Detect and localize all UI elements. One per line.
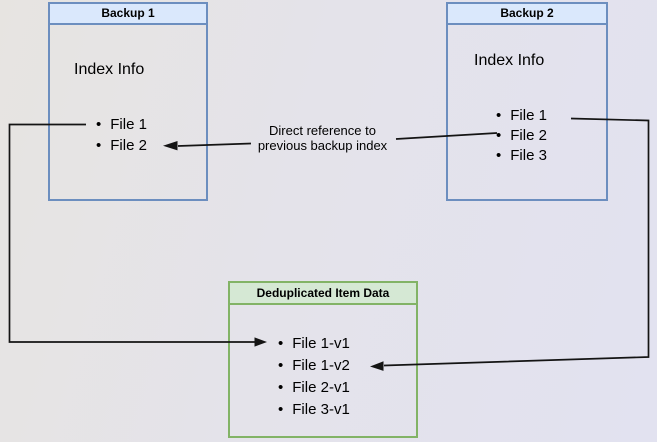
bullet-icon: • <box>278 401 284 418</box>
bullet-icon: • <box>496 107 502 124</box>
node-backup-1: Backup 1 <box>48 2 208 201</box>
dedup-item-3-label: File 2-v1 <box>292 379 350 396</box>
edge-annotation-line1: Direct reference to <box>269 123 376 138</box>
dedup-item: • File 2-v1 <box>278 380 350 396</box>
bullet-icon: • <box>278 379 284 396</box>
edge-annotation-line2: previous backup index <box>257 138 388 153</box>
dedup-item: • File 3-v1 <box>278 402 350 418</box>
bullet-icon: • <box>278 335 284 352</box>
backup-2-file-1-label: File 1 <box>510 107 547 124</box>
dedup-item: • File 1-v2 <box>278 358 350 374</box>
bullet-icon: • <box>96 116 102 133</box>
bullet-icon: • <box>278 357 284 374</box>
node-backup-2-title: Backup 2 <box>448 4 606 25</box>
backup-1-file-item: • File 1 <box>96 117 147 133</box>
backup-1-file-1-label: File 1 <box>110 116 147 133</box>
bullet-icon: • <box>496 127 502 144</box>
backup-1-file-item: • File 2 <box>96 138 147 154</box>
backup-2-index-info-label: Index Info <box>474 52 545 69</box>
backup-2-file-item: • File 3 <box>496 148 547 164</box>
dedup-item-4-label: File 3-v1 <box>292 401 350 418</box>
backup-2-file-item: • File 1 <box>496 108 547 124</box>
dedup-item-2-label: File 1-v2 <box>292 357 350 374</box>
backup-2-file-3-label: File 3 <box>510 147 547 164</box>
backup-1-index-info-label: Index Info <box>74 61 145 78</box>
backup-1-file-2-label: File 2 <box>110 137 147 154</box>
node-backup-2: Backup 2 <box>446 2 608 201</box>
bullet-icon: • <box>496 147 502 164</box>
backup-2-file-2-label: File 2 <box>510 127 547 144</box>
dedup-item: • File 1-v1 <box>278 336 350 352</box>
node-dedup-title: Deduplicated Item Data <box>230 283 416 305</box>
edge-annotation: Direct reference to previous backup inde… <box>240 123 405 153</box>
dedup-item-1-label: File 1-v1 <box>292 335 350 352</box>
backup-2-file-item: • File 2 <box>496 128 547 144</box>
node-deduplicated-item-data: Deduplicated Item Data <box>228 281 418 438</box>
node-backup-1-title: Backup 1 <box>50 4 206 25</box>
bullet-icon: • <box>96 137 102 154</box>
